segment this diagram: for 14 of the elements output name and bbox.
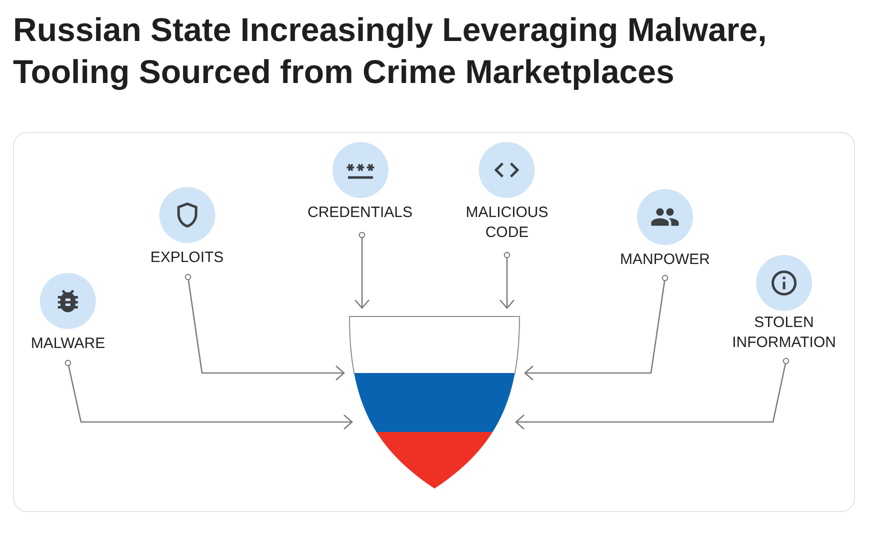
category-label: CREDENTIALS bbox=[307, 203, 413, 223]
connector-arrow bbox=[515, 358, 790, 430]
page-title: Russian State Increasingly Leveraging Malware, Tooling Sourced from Crime Marketplaces bbox=[13, 10, 768, 92]
category-label: MANPOWER bbox=[620, 250, 710, 270]
connector-arrow bbox=[524, 274, 668, 381]
connector-arrow bbox=[64, 360, 353, 430]
category-label: MALWARE bbox=[30, 334, 106, 354]
category-label: STOLEN INFORMATION bbox=[732, 313, 836, 353]
connector-arrow bbox=[184, 274, 345, 381]
connector-arrow bbox=[354, 232, 370, 309]
category-label: EXPLOITS bbox=[150, 248, 224, 268]
connector-arrow bbox=[499, 252, 515, 309]
category-label: MALICIOUS CODE bbox=[466, 203, 548, 243]
flag-shield bbox=[349, 316, 520, 489]
